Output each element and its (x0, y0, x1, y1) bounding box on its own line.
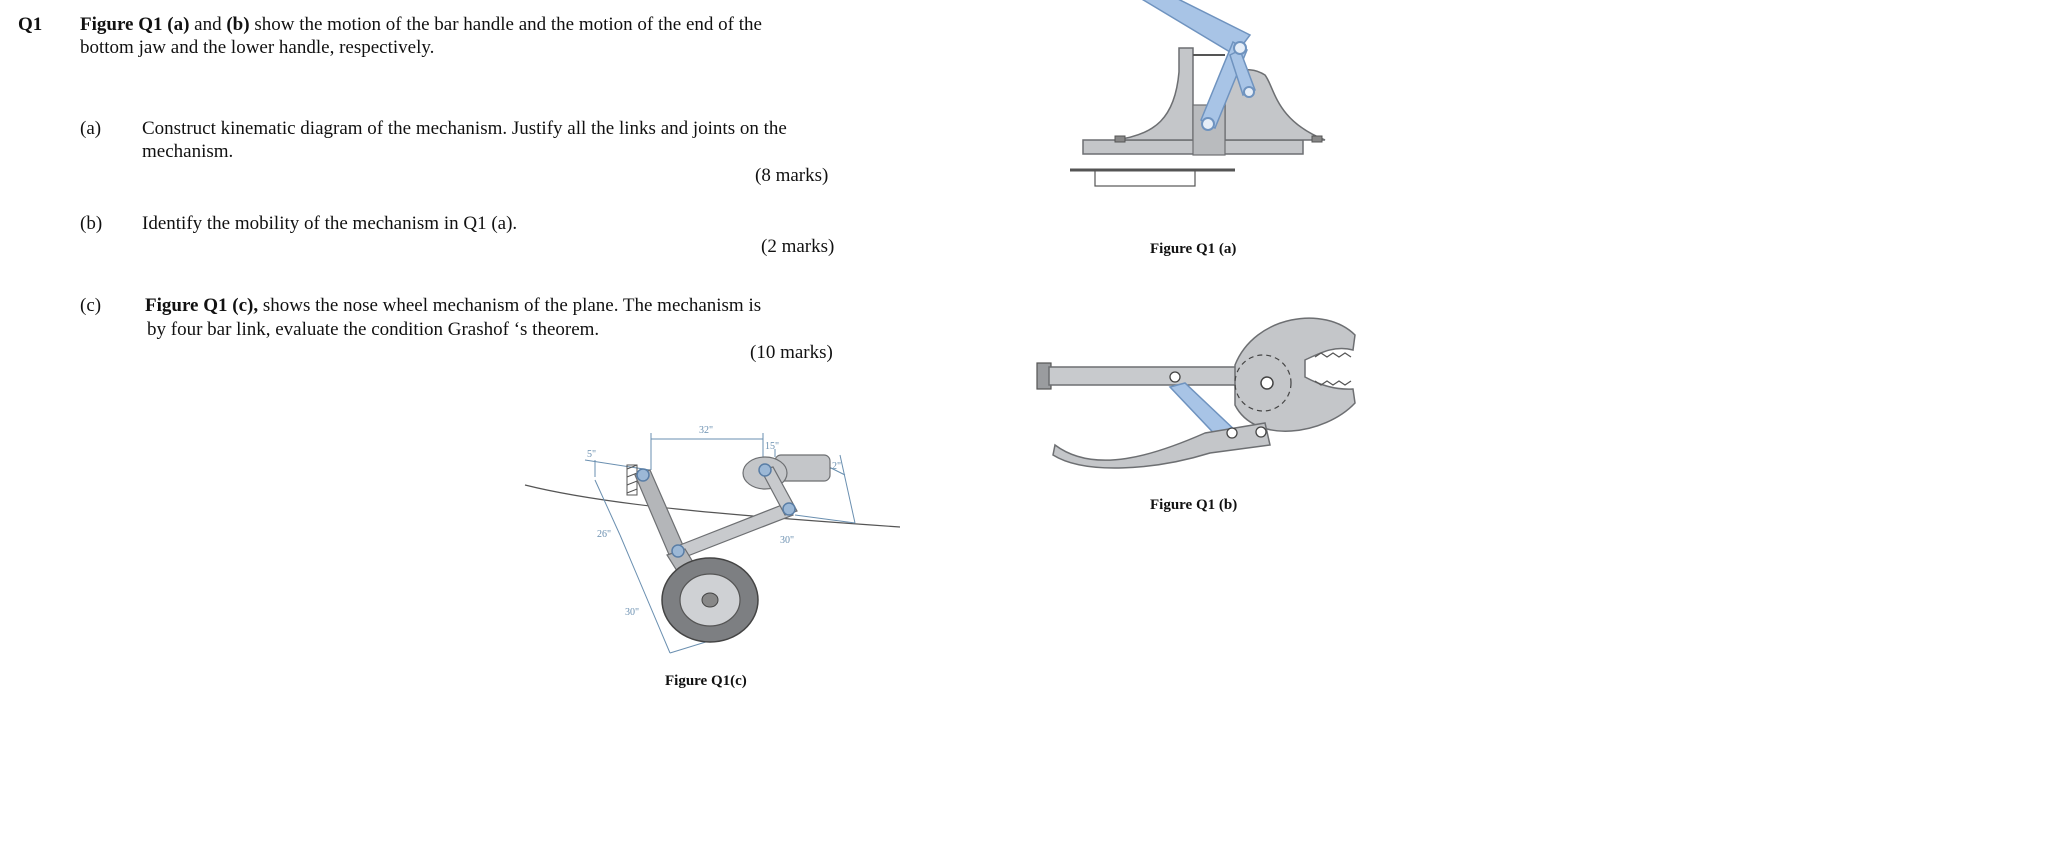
part-b-line1: Identify the mobility of the mechanism i… (142, 213, 518, 234)
figure-ref-c: Figure Q1 (c), (145, 295, 259, 316)
dim-lower-left: 30" (625, 607, 639, 618)
figure-q1a-caption: Figure Q1 (a) (1150, 241, 1237, 257)
figure-ref-b: (b) (226, 14, 250, 35)
part-a-marks: (8 marks) (755, 165, 829, 186)
dim-top: 32" (699, 425, 713, 436)
intro-and: and (189, 14, 227, 35)
dim-left-small: 5" (587, 449, 596, 460)
dim-left-long: 26" (597, 529, 611, 540)
part-a-label: (a) (80, 118, 102, 139)
figure-q1a-image (1070, 0, 1326, 187)
part-a-line2: mechanism. (142, 141, 234, 162)
part-c-line2: by four bar link, evaluate the condition… (147, 319, 600, 340)
figure-q1c-caption: Figure Q1(c) (665, 673, 747, 689)
question-intro-line1: Figure Q1 (a) and (b) show the motion of… (80, 13, 762, 36)
dim-lower-right: 30" (780, 535, 794, 546)
question-number: Q1 (18, 14, 43, 35)
part-c-line1: Figure Q1 (c), shows the nose wheel mech… (145, 294, 761, 317)
dim-right: 12" (827, 461, 841, 472)
intro-rest: show the motion of the bar handle and th… (249, 14, 762, 35)
part-b-marks: (2 marks) (761, 236, 835, 257)
figure-ref-a: Figure Q1 (a) (80, 14, 190, 35)
part-a-line1: Construct kinematic diagram of the mecha… (142, 118, 787, 139)
part-c-label: (c) (80, 295, 102, 316)
figure-q1b-caption: Figure Q1 (b) (1150, 497, 1238, 513)
question-intro-line2: bottom jaw and the lower handle, respect… (80, 37, 435, 58)
figure-q1c-image: 32" 5" 15" 12" 26" 30" 30" (524, 425, 901, 654)
part-c-marks: (10 marks) (750, 342, 833, 363)
part-c-line1-rest: shows the nose wheel mechanism of the pl… (258, 295, 762, 316)
figure-q1b-image (1036, 317, 1356, 469)
part-b-label: (b) (80, 213, 103, 234)
dim-upper-right: 15" (765, 441, 779, 452)
